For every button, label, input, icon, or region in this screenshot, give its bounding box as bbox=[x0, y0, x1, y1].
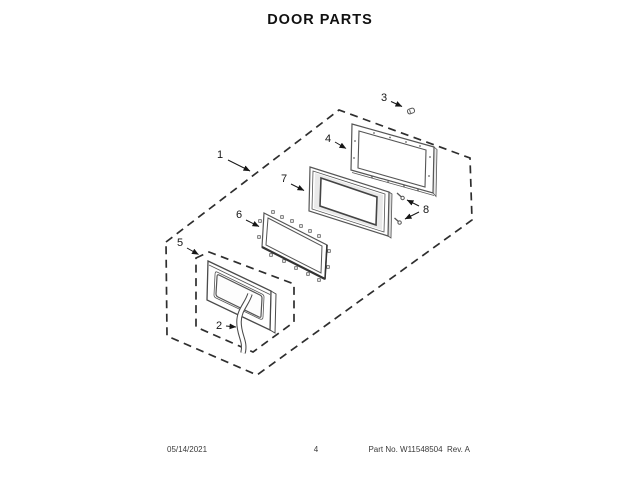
callout-7-arrow bbox=[290, 183, 305, 191]
callout-8-arrow-upper bbox=[406, 199, 420, 207]
callout-6-arrow bbox=[245, 219, 260, 227]
callout-2-label: 2 bbox=[216, 320, 222, 332]
callout-8-label: 8 bbox=[423, 204, 429, 216]
footer-page-number: 4 bbox=[313, 445, 319, 454]
callout-7-label: 7 bbox=[281, 173, 287, 185]
part-4-screw-holes bbox=[353, 132, 431, 191]
callouts: 1 2 3 4 5 6 7 8 bbox=[177, 92, 429, 332]
door-window bbox=[215, 274, 263, 318]
callout-8-arrow-lower bbox=[404, 211, 420, 220]
callout-5-arrow bbox=[186, 247, 199, 255]
assembly-boundary-dashed-outline bbox=[165, 109, 473, 376]
door-window-outer-line bbox=[213, 271, 265, 320]
callout-2-arrow bbox=[225, 323, 237, 330]
part-4-back-frame bbox=[350, 123, 438, 198]
part-5-door-panel bbox=[206, 259, 277, 354]
footer-date: 05/14/2021 bbox=[167, 445, 208, 454]
part-3-screw bbox=[406, 107, 416, 115]
callout-3-label: 3 bbox=[381, 92, 387, 104]
part-6-retainer-panel bbox=[257, 210, 331, 282]
part-6-studs bbox=[257, 210, 331, 282]
part-8-screws bbox=[394, 192, 405, 225]
callout-4-arrow bbox=[334, 141, 347, 149]
part-2-curved-strip bbox=[236, 293, 253, 354]
callout-5-label: 5 bbox=[177, 237, 183, 249]
door-boundary-dashed-outline bbox=[195, 251, 295, 353]
callout-4-label: 4 bbox=[325, 133, 331, 145]
page-title: DOOR PARTS bbox=[267, 12, 373, 28]
callout-1-label: 1 bbox=[217, 149, 223, 161]
footer-part-number: Part No. W11548504 Rev. A bbox=[368, 445, 470, 454]
callout-3-arrow bbox=[390, 101, 403, 107]
part-7-inner-frame bbox=[308, 166, 393, 239]
callout-6-label: 6 bbox=[236, 209, 242, 221]
callout-1-arrow bbox=[227, 159, 251, 172]
